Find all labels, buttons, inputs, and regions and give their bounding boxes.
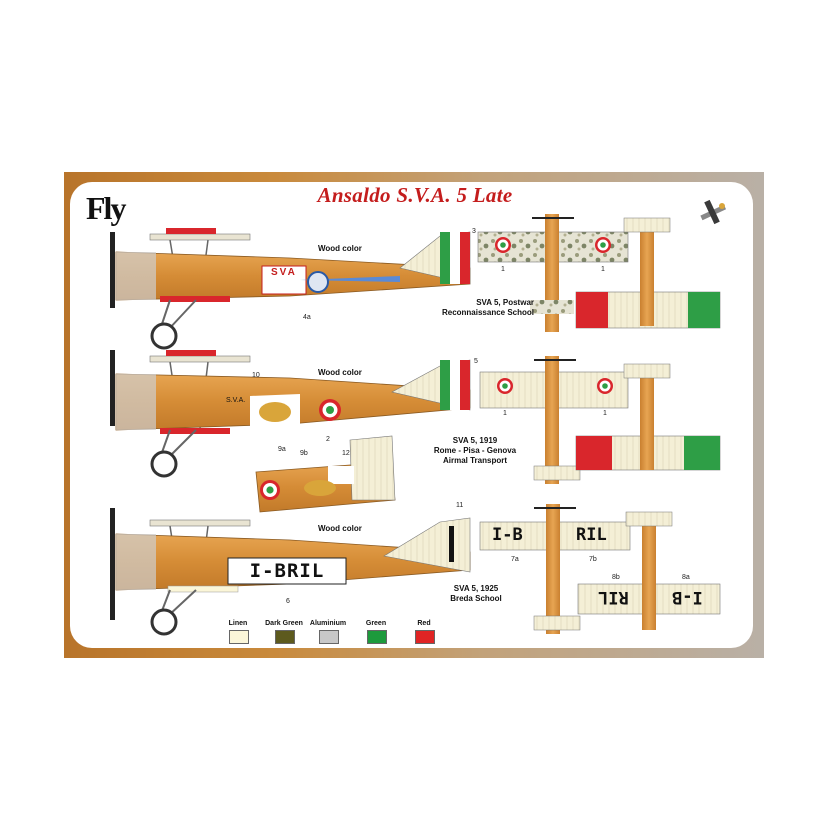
fuselage-marking-2: S.V.A.	[226, 397, 246, 404]
swatch-green	[367, 630, 387, 644]
part-number: 4a	[303, 314, 311, 321]
wing-registration-top-left: I-B	[492, 525, 523, 545]
swatch-label-red: Red	[417, 620, 431, 627]
wood-color-label-1: Wood color	[318, 244, 362, 253]
caption-1-line-1: SVA 5, Postwar	[476, 298, 534, 307]
part-number: 3	[472, 228, 476, 235]
part-number: 1	[601, 266, 605, 273]
swatch-dark-green	[275, 630, 295, 644]
caption-2-line-1: SVA 5, 1919	[452, 436, 498, 445]
swatch-label-aluminium: Aluminium	[309, 620, 347, 627]
swatch-label-linen: Linen	[228, 620, 248, 627]
caption-2-line-2: Rome - Pisa - Genova	[433, 446, 517, 455]
wing-registration-top-right: RIL	[576, 525, 607, 545]
caption-2-line-3: Airmal Transport	[442, 456, 507, 465]
plan-view-1-bottom	[575, 217, 721, 329]
part-number: 12	[342, 450, 350, 457]
wood-color-label-2: Wood color	[318, 368, 362, 377]
swatch-aluminium	[319, 630, 339, 644]
registration-marking: I-BRIL	[249, 560, 325, 582]
swatch-label-green: Green	[365, 620, 387, 627]
caption-1: SVA 5, Postwar Reconnaissance School	[424, 298, 534, 318]
plan-view-3-bottom	[577, 511, 721, 630]
part-number: 10	[252, 372, 260, 379]
part-number: 2	[326, 436, 330, 443]
sheet-title: Ansaldo S.V.A. 5 Late	[317, 183, 513, 207]
part-number: 8b	[612, 574, 620, 581]
part-number: 6	[286, 598, 290, 605]
caption-1-line-2: Reconnaissance School	[441, 308, 534, 317]
part-number: 8a	[682, 574, 690, 581]
profile-2-side-view	[110, 350, 471, 513]
part-number: 1	[603, 410, 607, 417]
wing-registration-bottom-left: I-B	[672, 587, 703, 607]
wood-color-label-3: Wood color	[318, 524, 362, 533]
brand-logo: Fly	[86, 190, 126, 226]
plan-view-1-top	[477, 214, 629, 332]
part-number: 7b	[589, 556, 597, 563]
caption-2: SVA 5, 1919 Rome - Pisa - Genova Airmal …	[418, 436, 532, 466]
part-number: 11	[456, 502, 464, 509]
plan-view-2-top	[479, 356, 629, 484]
plan-view-3-top	[479, 504, 631, 634]
part-number: 9b	[300, 450, 308, 457]
profile-3-side-view	[110, 508, 471, 636]
profile-1-side-view	[110, 228, 471, 350]
part-number: 1	[503, 410, 507, 417]
swatch-red	[415, 630, 435, 644]
caption-3-line-2: Breda School	[450, 594, 502, 603]
fly-mascot-icon	[700, 199, 727, 225]
caption-3: SVA 5, 1925 Breda School	[418, 584, 534, 604]
part-number: 7a	[511, 556, 519, 563]
caption-3-line-1: SVA 5, 1925	[453, 584, 499, 593]
fuselage-marking-1: SVA	[271, 267, 297, 278]
part-number: 9a	[278, 446, 286, 453]
swatch-label-dark-green: Dark Green	[265, 620, 303, 627]
wing-registration-bottom-right: RIL	[598, 587, 629, 607]
part-number: 5	[474, 358, 478, 365]
plan-view-2-bottom	[575, 363, 721, 471]
part-number: 1	[501, 266, 505, 273]
swatch-linen	[229, 630, 249, 644]
